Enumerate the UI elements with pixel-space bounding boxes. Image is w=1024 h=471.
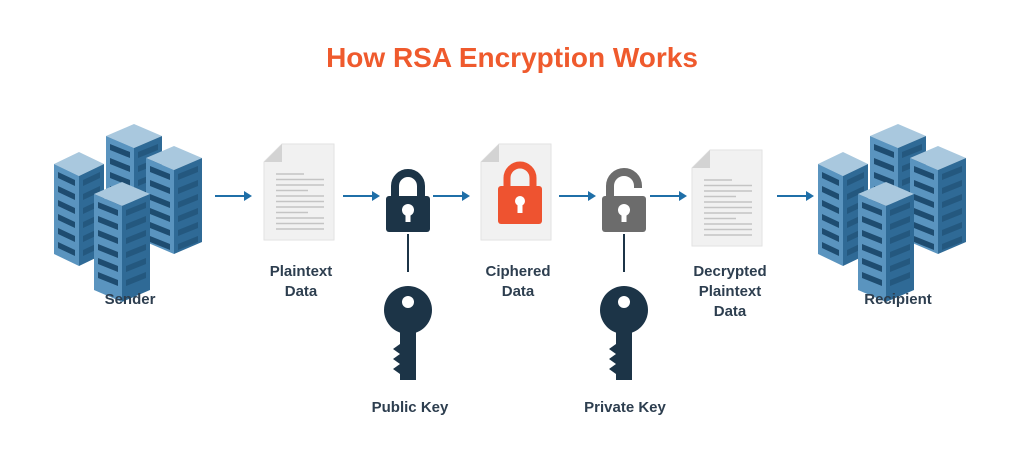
private-key-icon xyxy=(600,286,648,380)
decrypted-document-icon xyxy=(691,149,763,247)
sender-server-cluster-icon xyxy=(54,124,202,302)
public-padlock-closed-icon xyxy=(386,169,430,232)
sender-label: Sender xyxy=(104,291,156,308)
private-key-label: Private Key xyxy=(584,399,666,416)
flow-arrow xyxy=(433,191,470,201)
recipient-label: Recipient xyxy=(864,291,932,308)
flow-arrow xyxy=(215,191,252,201)
diagram-title: How RSA Encryption Works xyxy=(326,42,698,73)
key-connector-lines xyxy=(407,234,625,272)
recipient-server-cluster-icon xyxy=(818,124,966,302)
private-padlock-open-icon xyxy=(602,168,646,232)
server-tower xyxy=(910,146,966,254)
public-key-label: Public Key xyxy=(371,399,449,416)
flow-arrow xyxy=(650,191,687,201)
public-key-icon xyxy=(384,286,432,380)
server-tower xyxy=(94,182,150,302)
flow-arrow xyxy=(343,191,380,201)
ciphered-document-icon xyxy=(480,143,552,241)
server-tower xyxy=(858,182,914,302)
flow-arrow xyxy=(777,191,814,201)
plaintext-document-icon xyxy=(263,143,335,241)
server-tower xyxy=(146,146,202,254)
flow-arrow xyxy=(559,191,596,201)
flow-arrows xyxy=(215,191,814,201)
